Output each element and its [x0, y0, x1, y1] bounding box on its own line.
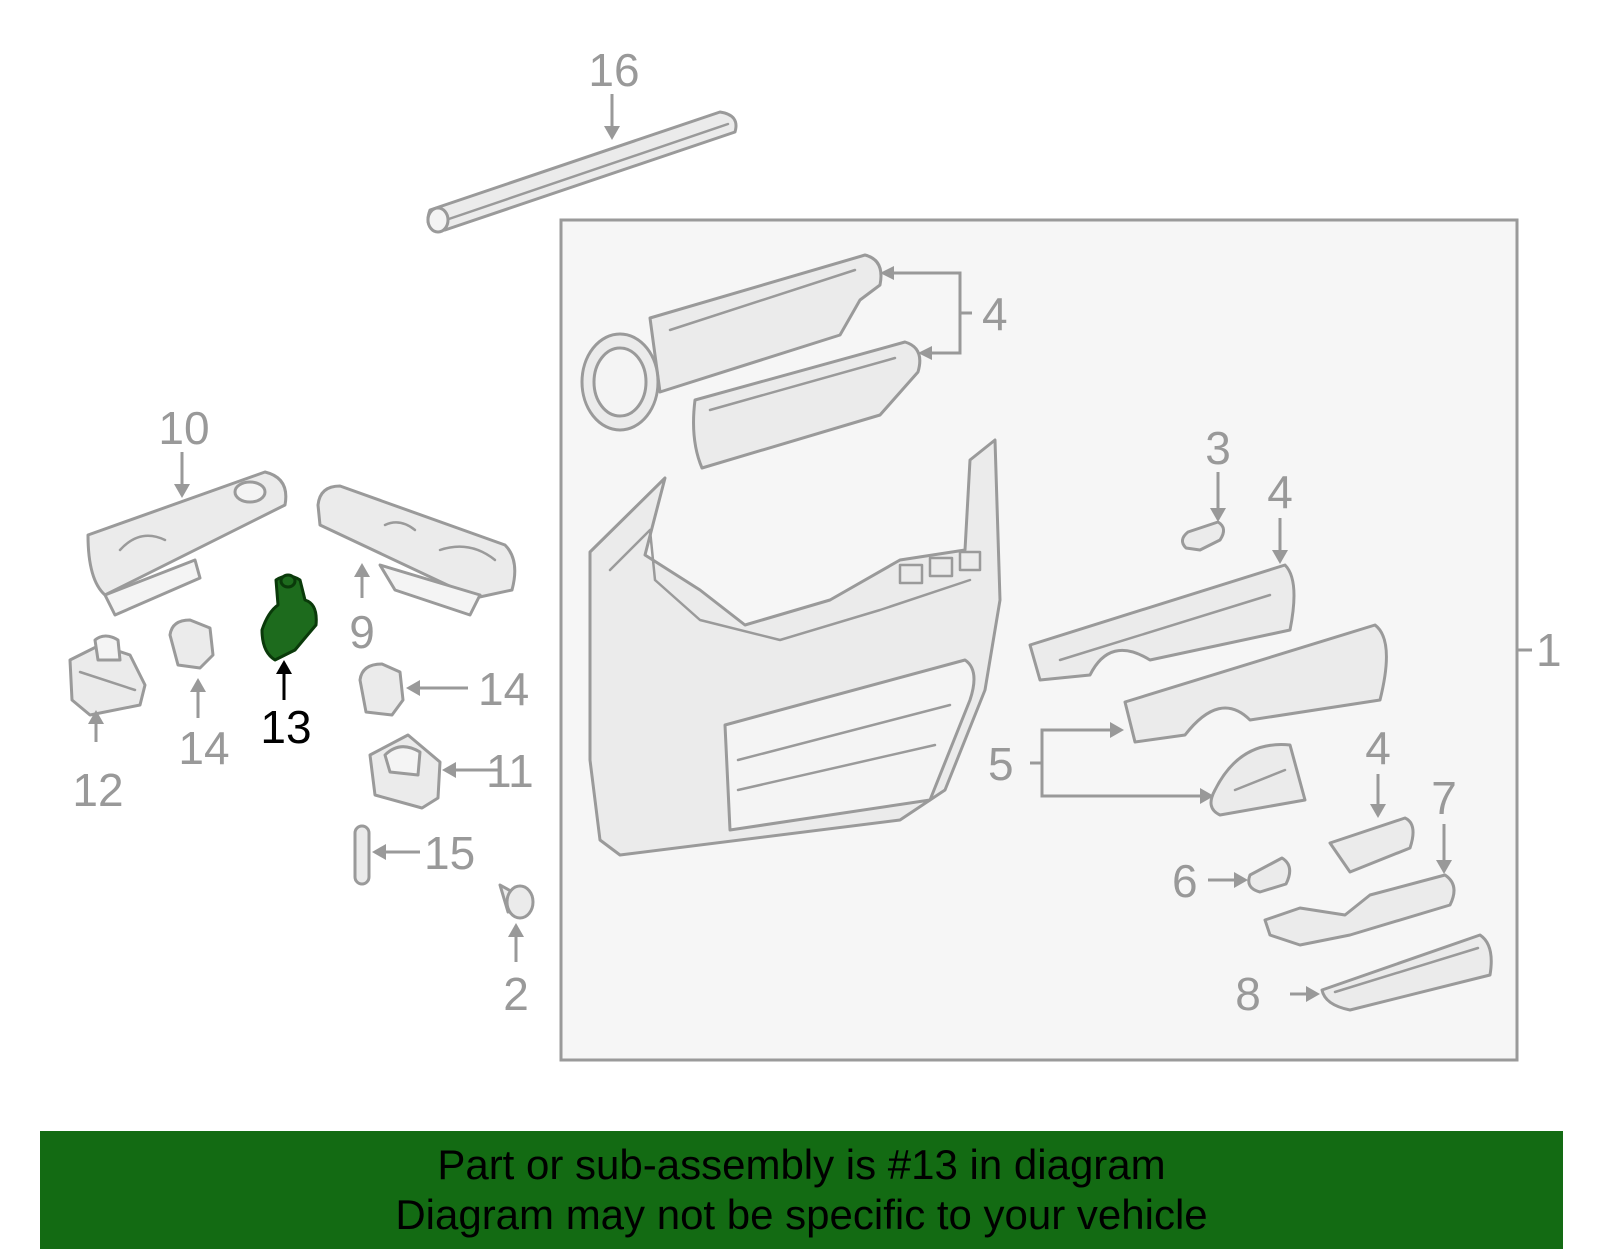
leader-4a — [880, 266, 972, 360]
leader-14a — [406, 680, 468, 696]
callout-9: 9 — [349, 606, 375, 658]
leader-4b — [1272, 518, 1288, 564]
callout-7: 7 — [1431, 772, 1457, 824]
part-5-pull-cup[interactable] — [1209, 743, 1307, 817]
callout-10: 10 — [158, 402, 209, 454]
info-banner: Part or sub-assembly is #13 in diagram D… — [40, 1131, 1563, 1249]
part-4-speaker-panel[interactable] — [580, 253, 883, 432]
part-14-switch-right[interactable] — [358, 662, 405, 717]
banner-line-1: Part or sub-assembly is #13 in diagram — [437, 1141, 1166, 1188]
leader-5 — [1030, 722, 1214, 804]
callout-8: 8 — [1235, 968, 1261, 1020]
leader-2 — [508, 923, 524, 962]
part-1-door-trim-panel[interactable] — [588, 438, 1002, 857]
callout-1: 1 — [1536, 624, 1562, 676]
leader-14b — [190, 678, 206, 718]
leader-8 — [1290, 986, 1320, 1002]
leader-11 — [442, 762, 500, 778]
callout-4b: 4 — [1267, 466, 1293, 518]
callout-4c: 4 — [1365, 722, 1391, 774]
part-8-pull-trim[interactable] — [1320, 933, 1493, 1012]
part-13-switch[interactable] — [260, 573, 318, 662]
part-2-clip[interactable] — [498, 883, 535, 920]
leader-6 — [1208, 872, 1248, 888]
part-4-switch-bezel[interactable] — [1328, 816, 1415, 874]
leader-3 — [1210, 472, 1226, 522]
leader-9 — [354, 563, 370, 598]
leader-13 — [276, 660, 292, 700]
part-7-pull-handle[interactable] — [1263, 873, 1456, 947]
callout-5: 5 — [988, 738, 1014, 790]
part-5-armrest-pad[interactable] — [1123, 623, 1388, 744]
part-16-window-sweep[interactable] — [426, 110, 738, 234]
part-3-bezel[interactable] — [1181, 520, 1225, 552]
part-4-trim-panel[interactable] — [692, 340, 922, 470]
part-14-switch-left[interactable] — [168, 618, 215, 670]
leader-7 — [1436, 824, 1452, 874]
part-6-cover[interactable] — [1247, 856, 1292, 894]
callout-16: 16 — [588, 44, 639, 96]
callout-11: 11 — [486, 745, 534, 797]
callout-6: 6 — [1172, 855, 1198, 907]
leader-10 — [174, 452, 190, 498]
leader-4c — [1370, 774, 1386, 818]
callout-12: 12 — [72, 764, 123, 816]
part-10-switch-bezel[interactable] — [86, 470, 288, 617]
part-12-window-switch[interactable] — [68, 634, 147, 717]
part-15-pin[interactable] — [353, 824, 371, 886]
callout-14a: 14 — [478, 663, 529, 715]
callout-3: 3 — [1205, 422, 1231, 474]
leader-15 — [372, 844, 420, 860]
callout-14b: 14 — [178, 722, 229, 774]
leader-12 — [88, 710, 104, 742]
leader-16 — [604, 94, 620, 140]
callout-13: 13 — [260, 701, 311, 753]
callout-2: 2 — [503, 968, 529, 1020]
callout-15: 15 — [424, 827, 475, 879]
callout-4a: 4 — [982, 288, 1008, 340]
banner-line-2: Diagram may not be specific to your vehi… — [395, 1191, 1208, 1238]
part-9-switch-bezel[interactable] — [316, 484, 517, 617]
part-4-armrest-trim[interactable] — [1028, 563, 1296, 682]
part-11-mirror-switch[interactable] — [368, 733, 442, 810]
